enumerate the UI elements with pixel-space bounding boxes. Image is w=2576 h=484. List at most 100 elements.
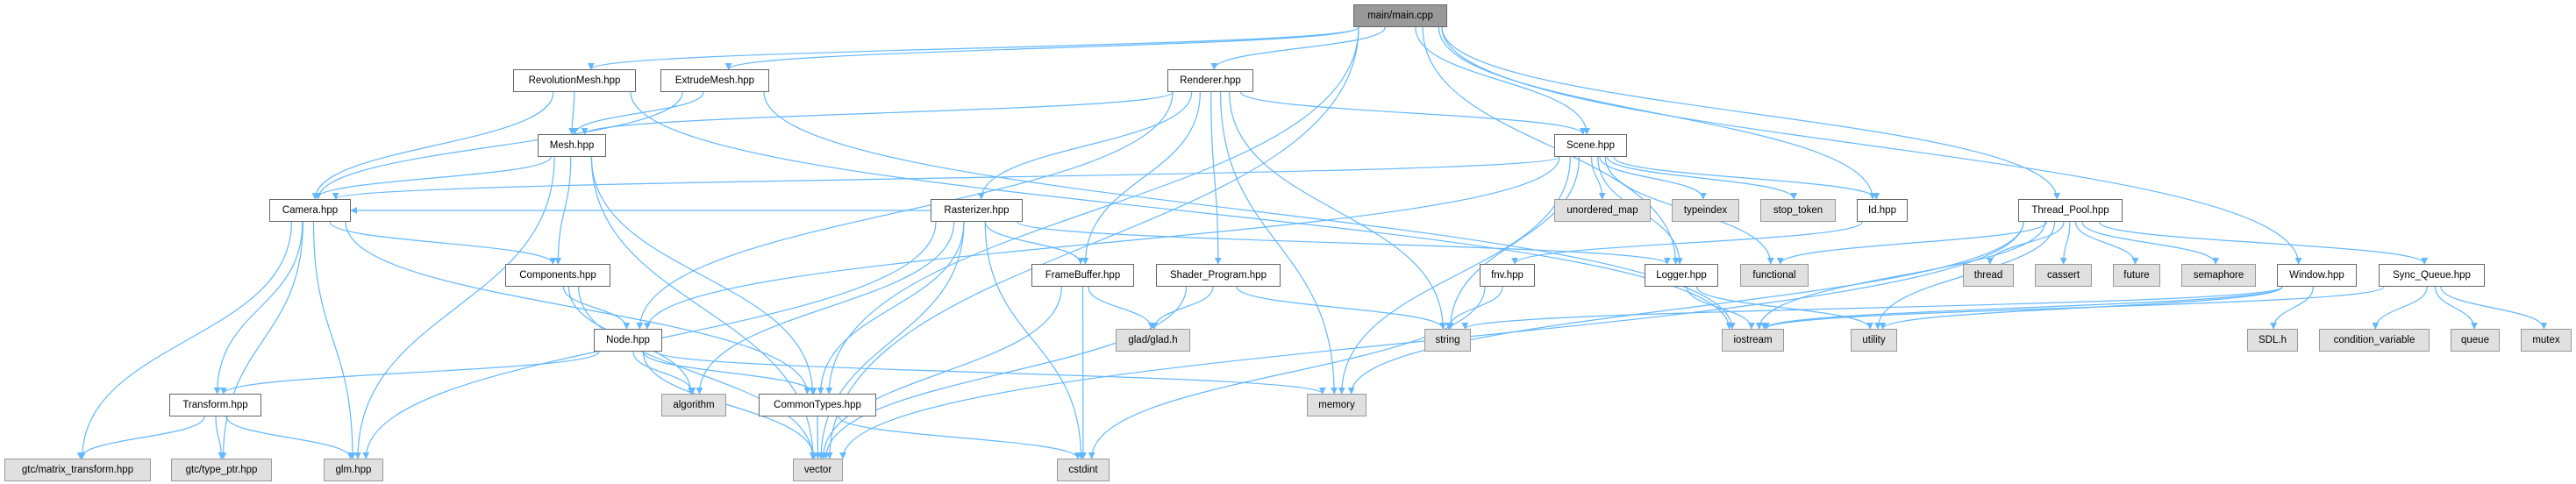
graph-node-framebuffer[interactable]: FrameBuffer.hpp — [1031, 264, 1134, 287]
edge-renderer-to-string — [1229, 91, 1447, 330]
graph-node-transform[interactable]: Transform.hpp — [169, 394, 261, 416]
edge-extmesh-to-mesh — [571, 91, 704, 135]
graph-node-shader[interactable]: Shader_Program.hpp — [1156, 264, 1281, 287]
edge-camera-to-gtcptr — [219, 221, 304, 459]
graph-node-semaphore: semaphore — [2181, 264, 2256, 287]
graph-node-utility: utility — [1851, 329, 1897, 352]
graph-node-commontypes[interactable]: CommonTypes.hpp — [759, 394, 876, 416]
edge-rasterizer-to-algorithm — [696, 221, 955, 395]
edge-framebuffer-to-glad — [1088, 286, 1155, 330]
edge-shader-to-vector — [822, 286, 1188, 459]
edge-transform-to-glm — [225, 416, 354, 459]
graph-node-threadpool[interactable]: Thread_Pool.hpp — [2018, 199, 2123, 222]
graph-node-functional: functional — [1740, 264, 1809, 287]
edge-main-to-renderer — [1210, 26, 1386, 70]
graph-node-thread: thread — [1963, 264, 2014, 287]
graph-node-algorithm: algorithm — [661, 394, 726, 416]
edge-syncqueue-to-queue — [2434, 286, 2478, 330]
graph-node-iostream: iostream — [1722, 329, 1784, 352]
graph-node-extmesh[interactable]: ExtrudeMesh.hpp — [660, 69, 769, 92]
graph-node-main[interactable]: main/main.cpp — [1353, 4, 1447, 27]
edge-main-to-logger — [1422, 26, 1680, 265]
edge-window-to-string — [1461, 286, 2283, 330]
edge-camera-to-components — [329, 221, 557, 265]
edge-threadpool-to-functional — [1776, 221, 2048, 265]
edge-threadpool-to-future — [2074, 221, 2139, 265]
edge-transform-to-gtcmat — [76, 416, 205, 459]
edge-syncqueue-to-mutex — [2440, 286, 2548, 330]
graph-node-gtcptr: gtc/type_ptr.hpp — [171, 459, 272, 481]
graph-node-window[interactable]: Window.hpp — [2277, 264, 2357, 287]
edge-framebuffer-to-vector — [819, 286, 1062, 459]
graph-node-memory: memory — [1307, 394, 1366, 416]
edge-rasterizer-to-commontypes — [817, 221, 965, 395]
edge-node-to-transform — [220, 351, 600, 395]
graph-node-revmesh[interactable]: RevolutionMesh.hpp — [513, 69, 636, 92]
edge-threadpool-to-memory — [1347, 221, 2024, 395]
graph-node-condvar: condition_variable — [2319, 329, 2430, 352]
edge-main-to-threadpool — [1441, 26, 2061, 200]
edge-mesh-to-glm — [353, 156, 555, 459]
graph-node-mutex: mutex — [2521, 329, 2572, 352]
edge-id-to-fnv — [1511, 221, 1863, 265]
edge-commontypes-to-cstdint — [838, 416, 1081, 459]
edge-shader-to-glad — [1151, 286, 1214, 330]
graph-node-renderer[interactable]: Renderer.hpp — [1167, 69, 1253, 92]
edge-node-to-memory — [656, 351, 1326, 395]
edge-scene-to-id — [1613, 156, 1880, 200]
edge-scene-to-typeindex — [1599, 156, 1707, 200]
graph-node-cstdint: cstdint — [1057, 459, 1110, 481]
edge-renderer-to-shader — [1210, 91, 1222, 265]
edge-scene-to-camera — [332, 156, 1560, 200]
edge-scene-to-node — [644, 156, 1560, 330]
edge-window-to-sdl — [2270, 286, 2315, 330]
graph-node-camera[interactable]: Camera.hpp — [269, 199, 351, 222]
edge-revmesh-to-camera — [311, 91, 554, 200]
edge-renderer-to-scene — [1240, 91, 1587, 135]
edge-rasterizer-to-framebuffer — [984, 221, 1085, 265]
graph-node-node[interactable]: Node.hpp — [594, 329, 662, 352]
graph-node-glad: glad/glad.h — [1116, 329, 1190, 352]
graph-node-scene[interactable]: Scene.hpp — [1554, 134, 1627, 157]
edge-renderer-to-rasterizer — [977, 91, 1193, 200]
edge-transform-to-gtcptr — [215, 416, 225, 459]
edge-main-to-extmesh — [724, 26, 1359, 70]
graph-node-components[interactable]: Components.hpp — [505, 264, 610, 287]
graph-node-logger[interactable]: Logger.hpp — [1645, 264, 1718, 287]
edge-mesh-to-camera — [311, 156, 552, 200]
graph-node-queue: queue — [2451, 329, 2500, 352]
edge-rasterizer-to-vector — [817, 221, 965, 459]
edge-node-to-algorithm — [632, 351, 696, 395]
graph-node-rasterizer[interactable]: Rasterizer.hpp — [931, 199, 1023, 222]
edge-logger-to-iostream — [1686, 286, 1755, 330]
edge-components-to-vector — [578, 286, 817, 459]
edge-rasterizer-to-logger — [1017, 221, 1671, 265]
edge-shader-to-string — [1236, 286, 1447, 330]
graph-node-id[interactable]: Id.hpp — [1857, 199, 1908, 222]
graph-node-syncqueue[interactable]: Sync_Queue.hpp — [2379, 264, 2485, 287]
edge-node-to-vector — [642, 351, 818, 459]
edge-main-to-vector — [825, 26, 1359, 459]
edge-extmesh-to-camera — [314, 91, 683, 200]
edge-scene-to-unordered_map — [1590, 156, 1606, 200]
edge-main-to-commontypes — [825, 26, 1359, 395]
edge-scene-to-stop_token — [1606, 156, 1798, 200]
graph-node-unordered-map: unordered_map — [1554, 199, 1651, 222]
edge-threadpool-to-iostream — [1755, 221, 2046, 330]
graph-node-mesh[interactable]: Mesh.hpp — [538, 134, 606, 157]
graph-node-glm: glm.hpp — [324, 459, 383, 481]
graph-node-cassert: cassert — [2035, 264, 2092, 287]
edge-main-to-window — [1441, 26, 2302, 265]
graph-node-fnv[interactable]: fnv.hpp — [1480, 264, 1535, 287]
edge-scene-to-string — [1446, 156, 1581, 330]
edge-scene-to-memory — [1338, 156, 1571, 395]
edge-main-to-revmesh — [588, 26, 1359, 70]
edge-logger-to-utility — [1695, 286, 1874, 330]
graph-node-string: string — [1424, 329, 1471, 352]
edge-components-to-node — [562, 286, 631, 330]
edge-syncqueue-to-condvar — [2372, 286, 2428, 330]
graph-node-sdl: SDL.h — [2247, 329, 2298, 352]
edge-renderer-to-memory — [1219, 91, 1338, 395]
edge-revmesh-to-mesh — [568, 91, 576, 135]
